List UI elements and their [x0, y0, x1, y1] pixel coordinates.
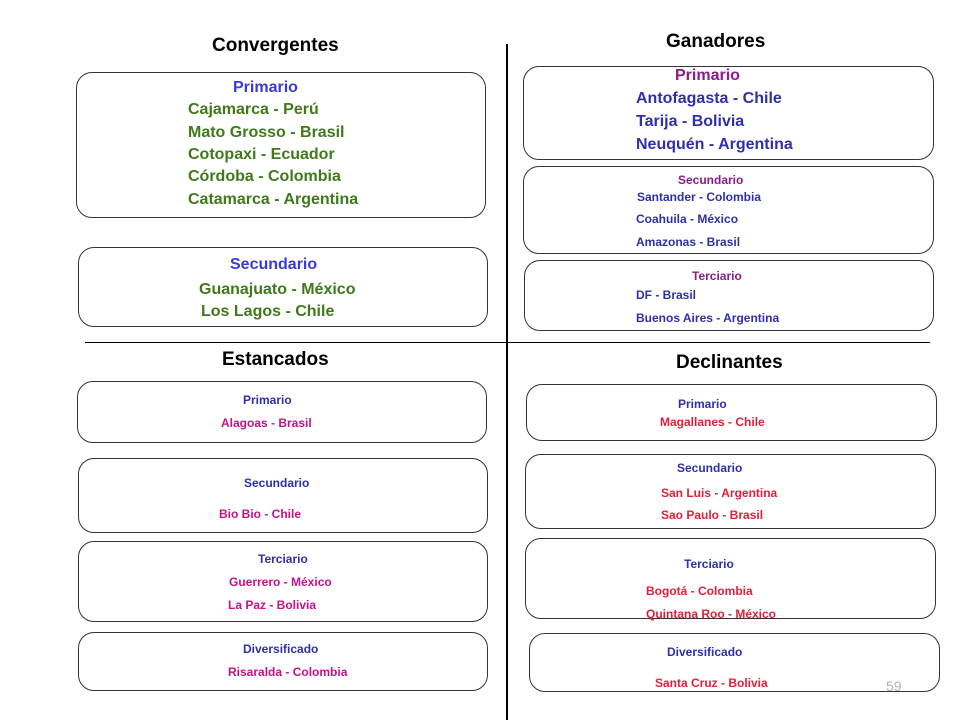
- estancados-terciario-box: [78, 541, 488, 622]
- estancados-primario-box: [77, 381, 487, 443]
- convergentes-primario-item: Catamarca - Argentina: [188, 191, 359, 208]
- horizontal-divider: [85, 342, 930, 343]
- estancados-secundario-box: [78, 458, 488, 533]
- estancados-primario-label: Primario: [243, 393, 292, 407]
- convergentes-primario-label: Primario: [233, 79, 298, 96]
- ganadores-primario-box: [523, 66, 934, 160]
- ganadores-primario-label: Primario: [675, 67, 740, 84]
- heading-convergentes: Convergentes: [212, 35, 339, 56]
- ganadores-terciario-item: DF - Brasil: [636, 288, 697, 302]
- declinantes-secundario-label: Secundario: [677, 461, 743, 475]
- heading-declinantes: Declinantes: [676, 352, 783, 373]
- ganadores-terciario-item: Buenos Aires - Argentina: [636, 311, 780, 325]
- declinantes-diversificado-box: [529, 633, 940, 692]
- ganadores-primario-item: Antofagasta - Chile: [636, 90, 782, 107]
- declinantes-secundario-item: San Luis - Argentina: [661, 486, 778, 500]
- convergentes-primario-item: Cotopaxi - Ecuador: [188, 146, 335, 163]
- estancados-terciario-item: La Paz - Bolivia: [228, 598, 317, 612]
- declinantes-terciario-label: Terciario: [684, 557, 734, 571]
- ganadores-terciario-box: [524, 260, 934, 331]
- declinantes-terciario-item: Quintana Roo - México: [646, 607, 777, 621]
- convergentes-secundario-label: Secundario: [230, 256, 318, 273]
- vertical-divider: [506, 44, 508, 720]
- estancados-terciario-label: Terciario: [258, 552, 308, 566]
- ganadores-secundario-item: Coahuila - México: [636, 212, 739, 226]
- declinantes-diversificado-label: Diversificado: [667, 645, 743, 659]
- convergentes-primario-item: Córdoba - Colombia: [188, 168, 341, 185]
- estancados-secundario-label: Secundario: [244, 476, 310, 490]
- convergentes-secundario-item: Guanajuato - México: [199, 281, 356, 298]
- estancados-terciario-item: Guerrero - México: [229, 575, 332, 589]
- heading-estancados: Estancados: [222, 349, 329, 370]
- ganadores-secundario-item: Amazonas - Brasil: [636, 235, 741, 249]
- convergentes-primario-item: Mato Grosso - Brasil: [188, 124, 345, 141]
- declinantes-secundario-box: [525, 454, 936, 529]
- estancados-diversificado-item: Risaralda - Colombia: [228, 665, 348, 679]
- estancados-diversificado-label: Diversificado: [243, 642, 319, 656]
- estancados-primario-item: Alagoas - Brasil: [221, 416, 312, 430]
- convergentes-primario-box: [76, 72, 486, 218]
- page-number: 59: [886, 678, 902, 694]
- ganadores-terciario-label: Terciario: [692, 269, 742, 283]
- declinantes-diversificado-item: Santa Cruz - Bolivia: [655, 676, 768, 690]
- ganadores-secundario-item: Santander - Colombia: [637, 190, 762, 204]
- declinantes-secundario-item: Sao Paulo - Brasil: [661, 508, 764, 522]
- declinantes-primario-box: [526, 384, 937, 441]
- declinantes-terciario-item: Bogotá - Colombia: [646, 584, 753, 598]
- estancados-secundario-item: Bio Bio - Chile: [219, 507, 301, 521]
- ganadores-secundario-box: [523, 166, 934, 254]
- ganadores-primario-item: Tarija - Bolivia: [636, 113, 745, 130]
- convergentes-secundario-item: Los Lagos - Chile: [201, 303, 335, 320]
- convergentes-secundario-box: [78, 247, 488, 327]
- declinantes-primario-item: Magallanes - Chile: [660, 415, 765, 429]
- estancados-diversificado-box: [78, 632, 488, 691]
- ganadores-primario-item: Neuquén - Argentina: [636, 136, 793, 153]
- heading-ganadores: Ganadores: [666, 31, 766, 52]
- declinantes-terciario-box: [525, 538, 936, 619]
- ganadores-secundario-label: Secundario: [678, 173, 744, 187]
- convergentes-primario-item: Cajamarca - Perú: [188, 101, 319, 118]
- declinantes-primario-label: Primario: [678, 397, 727, 411]
